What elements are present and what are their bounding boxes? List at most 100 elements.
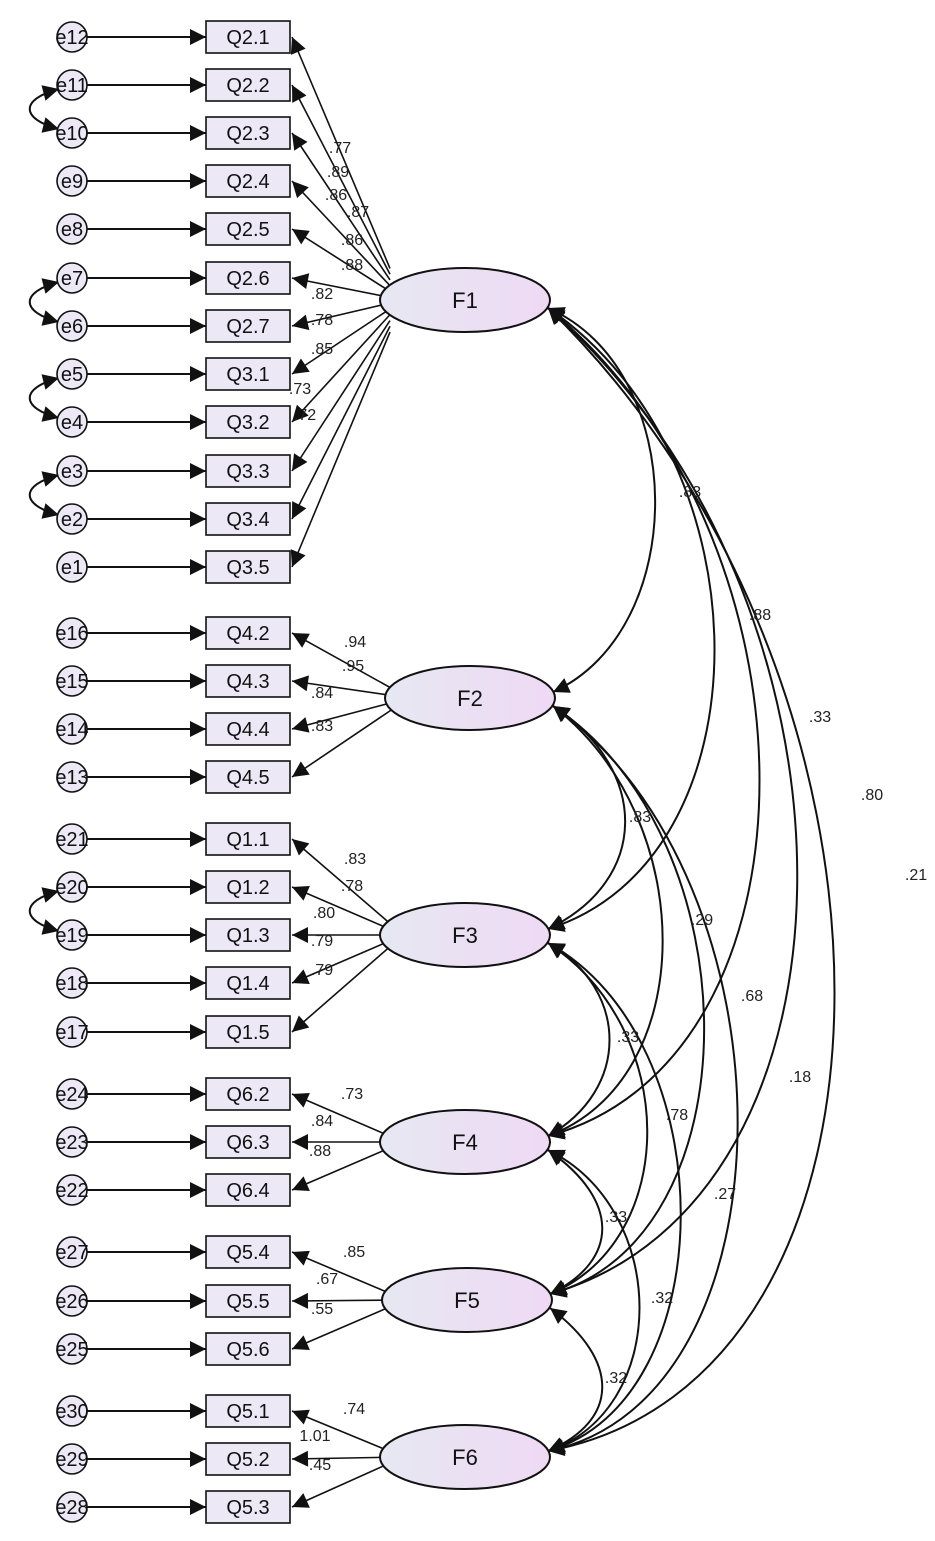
loading-path-q5-1 (291, 1409, 391, 1453)
item-box (205, 1442, 291, 1476)
item-node-q2-2: Q2.2 (205, 68, 291, 102)
loading-path-q3-3 (291, 320, 391, 472)
error-node-e29: e29 (55, 1443, 89, 1475)
error-node-e24: e24 (55, 1078, 89, 1110)
item-node-q1-1: Q1.1 (205, 822, 291, 856)
error-label: e23 (55, 1132, 88, 1154)
error-node-e3: e3 (56, 455, 88, 487)
item-box (205, 870, 291, 904)
loading-label-q5-4: .85 (343, 1244, 365, 1261)
item-node-q5-4: Q5.4 (205, 1235, 291, 1269)
correlation-f1-f6 (547, 307, 836, 1456)
factor-ellipse (379, 1109, 551, 1175)
item-node-q2-6: Q2.6 (205, 261, 291, 295)
error-label: e30 (55, 1401, 88, 1423)
loading-path-q2-1 (290, 36, 391, 269)
loading-path-q5-6 (291, 1305, 393, 1351)
item-label: Q4.2 (226, 623, 269, 645)
error-label: e6 (61, 316, 83, 338)
factor-label: F4 (452, 1130, 478, 1155)
loading-label-q3-1: .78 (311, 312, 333, 329)
factor-ellipse (384, 665, 556, 731)
item-box (205, 760, 291, 794)
error-node-e28: e28 (55, 1491, 89, 1523)
item-node-q3-4: Q3.4 (205, 502, 291, 536)
loading-label-q3-4: .72 (294, 407, 316, 424)
item-label: Q6.4 (226, 1180, 269, 1202)
correlation-label-f2-f3: .83 (629, 809, 651, 826)
item-label: Q3.1 (226, 364, 269, 386)
loading-label-q1-5: .79 (311, 962, 333, 979)
item-label: Q5.5 (226, 1291, 269, 1313)
item-box (205, 550, 291, 584)
item-label: Q3.3 (226, 461, 269, 483)
loading-label-q2-1: .77 (329, 140, 351, 157)
factor-f5: F5 (381, 1267, 553, 1333)
factor-ellipse (381, 1267, 553, 1333)
correlation-label-f1-f6: .21 (905, 867, 927, 884)
item-node-q1-2: Q1.2 (205, 870, 291, 904)
correlation-label-f1-f2: .83 (679, 484, 701, 501)
error-circle (56, 1236, 88, 1268)
item-box (205, 1490, 291, 1524)
error-label: e3 (61, 461, 83, 483)
correlation-label-f4-f6: .32 (651, 1290, 673, 1307)
item-label: Q5.6 (226, 1339, 269, 1361)
loading-label-q5-1: .74 (343, 1401, 365, 1418)
item-node-q2-1: Q2.1 (205, 20, 291, 54)
error-label: e12 (55, 27, 88, 49)
item-box (205, 502, 291, 536)
loading-label-q1-3: .80 (313, 905, 335, 922)
correlation-f2-f6 (547, 705, 739, 1456)
error-circle (56, 761, 88, 793)
item-node-q5-5: Q5.5 (205, 1284, 291, 1318)
error-node-e25: e25 (55, 1333, 89, 1365)
correlation-f2-f4 (547, 705, 664, 1138)
loading-label-q5-3: .45 (309, 1457, 331, 1474)
item-box (205, 1077, 291, 1111)
item-label: Q2.6 (226, 268, 269, 290)
item-label: Q5.3 (226, 1497, 269, 1519)
error-label: e28 (55, 1497, 88, 1519)
loading-label-q2-5: .86 (341, 232, 363, 249)
error-node-e6: e6 (56, 310, 88, 342)
correlation-label-f5-f6: .32 (605, 1370, 627, 1387)
error-circle (56, 1285, 88, 1317)
error-node-e17: e17 (55, 1016, 89, 1048)
factor-correlation-layer (547, 307, 836, 1456)
error-circle (56, 919, 88, 951)
error-node-e22: e22 (55, 1174, 89, 1206)
item-label: Q3.5 (226, 557, 269, 579)
factor-label: F3 (452, 923, 478, 948)
loading-label-q2-7: .82 (311, 286, 333, 303)
correlation-label-f2-f4: .29 (691, 912, 713, 929)
loading-path-q2-2 (291, 84, 391, 275)
error-label: e7 (61, 268, 83, 290)
loading-label-q4-4: .84 (311, 685, 333, 702)
item-node-q6-4: Q6.4 (205, 1173, 291, 1207)
item-label: Q1.5 (226, 1022, 269, 1044)
item-box (205, 405, 291, 439)
error-circle (56, 1443, 88, 1475)
loading-label-q4-2: .94 (344, 634, 366, 651)
loading-label-q3-3: .73 (289, 381, 311, 398)
correlation-label-f2-f6: .18 (789, 1069, 811, 1086)
error-node-e11: e11 (56, 69, 88, 101)
factor-ellipse (379, 267, 551, 333)
factor-f1: F1 (379, 267, 551, 333)
error-node-e15: e15 (55, 665, 89, 697)
error-circle (56, 617, 88, 649)
item-label: Q5.4 (226, 1242, 269, 1264)
error-label: e26 (55, 1291, 88, 1313)
correlation-f3-f5 (547, 942, 649, 1296)
error-circle (56, 262, 88, 294)
error-circle (56, 665, 88, 697)
item-node-q2-4: Q2.4 (205, 164, 291, 198)
item-label: Q1.3 (226, 925, 269, 947)
loading-path-q1-5 (291, 946, 391, 1033)
error-node-e23: e23 (55, 1126, 89, 1158)
correlation-label-f4-f5: .33 (605, 1209, 627, 1226)
item-box (205, 1173, 291, 1207)
loading-label-q2-6: .88 (341, 257, 363, 274)
